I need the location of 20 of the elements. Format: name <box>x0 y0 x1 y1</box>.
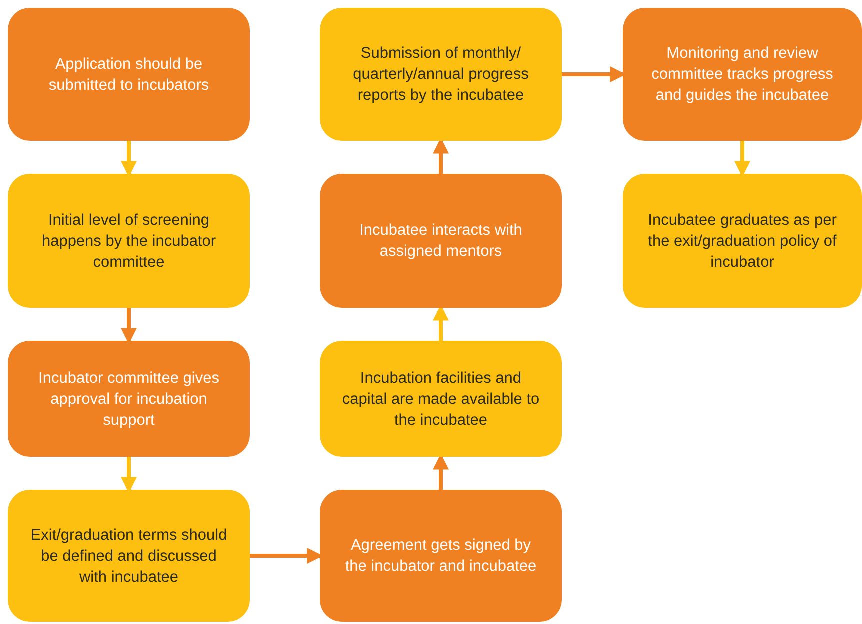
step-text: Initial level of screening happens by the incubator committee <box>40 210 218 272</box>
process-box <box>8 8 250 141</box>
step-text: Submission of monthly/ quarterly/annual progress reports by the incubatee <box>352 44 530 106</box>
process-box <box>8 341 250 457</box>
process-box <box>623 8 862 141</box>
step-text: Incubation facilities and capital are made available to the incubatee <box>341 368 541 430</box>
process-box <box>8 490 250 622</box>
process-box <box>8 174 250 308</box>
process-box <box>623 174 862 308</box>
step-text: Incubatee graduates as per the exit/graduation policy of incubator <box>647 210 838 272</box>
step-text: Application should be submitted to incubators <box>48 54 210 96</box>
process-box <box>320 341 562 457</box>
step-text: Monitoring and review committee tracks progress and guides the incubatee <box>650 44 834 106</box>
process-box <box>320 174 562 308</box>
step-text: Agreement gets signed by the incubator and incubatee <box>344 536 538 577</box>
step-text: Incubator committee gives approval for incubation support <box>38 368 220 430</box>
process-box <box>320 490 562 622</box>
step-text: Exit/graduation terms should be defined and discussed with incubatee <box>30 526 228 588</box>
step-text: Incubatee interacts with assigned mentors <box>358 221 524 262</box>
process-box <box>320 8 562 141</box>
